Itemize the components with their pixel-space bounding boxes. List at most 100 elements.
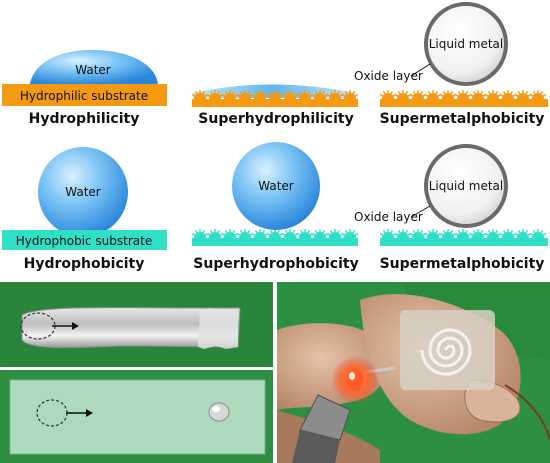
surface-spike — [517, 90, 522, 96]
hydrophilicity-panel: Water Hydrophilic substrate Hydrophilici… — [2, 50, 167, 127]
surface-spike — [269, 229, 274, 235]
surface-spike — [409, 232, 415, 237]
surface-spike — [191, 232, 197, 237]
surface-spike — [341, 93, 347, 98]
surface-spike — [326, 232, 332, 237]
surface-spike — [266, 93, 272, 98]
photo-finger-led — [277, 282, 550, 463]
liquid-metal-droplet — [424, 2, 508, 86]
surface-spike — [457, 229, 462, 235]
surface-spike — [442, 90, 447, 96]
surface-spike — [532, 229, 537, 235]
water-label: Water — [75, 63, 111, 77]
surface-spike — [291, 90, 296, 96]
photo-glass-slide — [0, 370, 273, 463]
surface-spike — [409, 93, 415, 98]
surface-spike — [427, 229, 432, 235]
surface-spike — [514, 232, 520, 237]
surface-spike — [529, 232, 535, 237]
surface-spike — [499, 232, 505, 237]
surface-spike — [306, 229, 311, 235]
surface-spike — [379, 93, 385, 98]
surface-spike — [424, 232, 430, 237]
surface-spike — [469, 93, 475, 98]
surface-spike — [379, 232, 385, 237]
photo-foil-strip — [0, 282, 273, 367]
surface-spike — [231, 90, 236, 96]
oxide-layer-label: Oxide layer — [354, 210, 423, 224]
surface-spike — [424, 93, 430, 98]
surface-spike — [404, 90, 409, 96]
surface-spike — [351, 229, 356, 235]
surface-spike — [472, 229, 477, 235]
water-drop-spread — [30, 50, 158, 84]
surface-spike — [224, 90, 229, 96]
surface-spike — [201, 229, 206, 235]
orange-textured-surface — [191, 90, 359, 107]
surface-spike — [291, 229, 296, 235]
surface-spike — [487, 229, 492, 235]
substrate-base — [192, 238, 358, 246]
surface-spike — [449, 229, 454, 235]
surface-spike — [517, 229, 522, 235]
hydrophilic-substrate — [2, 84, 167, 106]
surface-spike — [209, 229, 214, 235]
surface-spike — [479, 229, 484, 235]
surface-spike — [246, 229, 251, 235]
surface-spike — [344, 90, 349, 96]
surface-spike — [484, 232, 490, 237]
surface-spike — [479, 90, 484, 96]
surface-spike — [344, 229, 349, 235]
surface-spike — [321, 90, 326, 96]
surface-spike — [266, 232, 272, 237]
surface-spike — [454, 232, 460, 237]
surface-spike — [239, 90, 244, 96]
caption-superhydrophobicity: Superhydrophobicity — [193, 256, 358, 272]
surface-spike — [539, 229, 544, 235]
surface-spike — [464, 229, 469, 235]
surface-spike — [353, 232, 359, 237]
surface-spike — [509, 229, 514, 235]
surface-spike — [221, 232, 227, 237]
surface-spike — [314, 90, 319, 96]
surface-spike — [269, 90, 274, 96]
surface-spike — [382, 90, 387, 96]
surface-spike — [499, 93, 505, 98]
surface-spike — [394, 93, 400, 98]
surface-spike — [216, 229, 221, 235]
surface-spike — [419, 229, 424, 235]
surface-spike — [494, 90, 499, 96]
substrate-base — [380, 99, 548, 107]
surface-spike — [487, 90, 492, 96]
surface-spike — [442, 229, 447, 235]
surface-spike — [206, 232, 212, 237]
surface-spike — [457, 90, 462, 96]
surface-spike — [509, 90, 514, 96]
surface-spike — [427, 90, 432, 96]
surface-spike — [532, 90, 537, 96]
substrate-label: Hydrophobic substrate — [16, 234, 153, 248]
surface-spike — [502, 229, 507, 235]
surface-spike — [276, 229, 281, 235]
surface-spike — [284, 229, 289, 235]
oxide-pointer-line — [410, 63, 431, 77]
surface-spike — [464, 90, 469, 96]
surface-spike — [231, 229, 236, 235]
substrate-base — [380, 238, 548, 246]
surface-spike — [251, 232, 257, 237]
water-drop-ball — [232, 142, 320, 230]
superhydrophilicity-panel: Superhydrophilicity — [191, 84, 359, 127]
surface-spike — [336, 90, 341, 96]
surface-spike — [351, 90, 356, 96]
surface-spike — [472, 90, 477, 96]
orange-textured-surface — [379, 90, 548, 107]
surface-spike — [397, 229, 402, 235]
surface-spike — [299, 90, 304, 96]
surface-spike — [341, 232, 347, 237]
surface-spike — [514, 93, 520, 98]
surface-spike — [353, 93, 359, 98]
surface-spike — [382, 229, 387, 235]
caption-hydrophobicity: Hydrophobicity — [24, 256, 145, 272]
surface-spike — [336, 229, 341, 235]
